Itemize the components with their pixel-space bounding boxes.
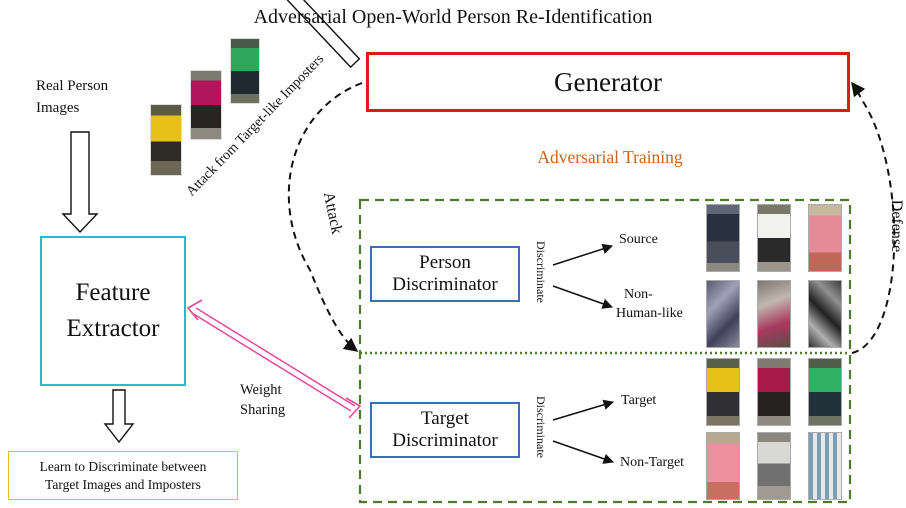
real-person-images-label: Real Person Images	[36, 76, 108, 120]
learn-line1: Learn to Discriminate between	[39, 458, 207, 474]
defense-label: Defense	[888, 200, 905, 252]
weight-sharing-line1: Weight	[240, 382, 282, 398]
non-human-image-1	[706, 280, 740, 348]
target-image-2	[757, 358, 791, 426]
generator-box: Generator	[366, 52, 850, 112]
person-discriminator-line2: Discriminator	[392, 274, 498, 295]
target-image-1	[706, 358, 740, 426]
non-human-line1: Non-	[624, 287, 653, 302]
non-human-label: Non- Human-like	[616, 286, 683, 324]
real-images-input-arrow	[61, 131, 99, 234]
adversarial-training-label: Adversarial Training	[537, 147, 683, 167]
source-image-2	[757, 204, 791, 272]
imposter-image-magenta	[190, 70, 222, 140]
non-human-image-2	[757, 280, 791, 348]
weight-sharing-label: Weight Sharing	[240, 380, 285, 421]
real-person-images-line1: Real Person	[36, 78, 109, 94]
arrow-to-target	[552, 399, 615, 421]
feature-extractor-line2: Extractor	[66, 315, 160, 342]
arrow-to-source	[552, 243, 613, 266]
non-target-label: Non-Target	[620, 455, 685, 470]
target-discriminator-box: Target Discriminator	[370, 402, 520, 458]
arrow-to-non-target	[552, 440, 614, 464]
feature-output-arrow	[103, 389, 135, 444]
arrow-to-non-human	[552, 285, 613, 309]
discriminate-label-person: Discriminate	[534, 241, 548, 303]
target-discriminator-line2: Discriminator	[392, 430, 498, 451]
feature-extractor-line1: Feature	[75, 278, 151, 306]
target-image-3	[808, 358, 842, 426]
weight-sharing-arrow	[186, 299, 362, 419]
imposter-attack-arrow	[237, 0, 361, 69]
discriminate-label-target: Discriminate	[534, 396, 548, 458]
non-target-image-1	[706, 432, 740, 500]
imposter-image-yellow	[150, 104, 182, 176]
weight-sharing-line2: Sharing	[240, 402, 286, 419]
real-person-images-line2: Images	[36, 99, 80, 116]
non-target-image-3	[808, 432, 842, 500]
imposter-image-green	[230, 38, 260, 104]
learn-line2: Target Images and Imposters	[45, 476, 201, 492]
person-discriminator-box: Person Discriminator	[370, 246, 520, 302]
defense-arrow	[851, 81, 896, 354]
non-human-line2: Human-like	[616, 305, 683, 321]
attack-arrow	[287, 82, 363, 352]
source-image-3	[808, 204, 842, 272]
attack-label: Attack	[320, 190, 345, 235]
person-discriminator-line1: Person	[419, 252, 471, 274]
diagram-title: Adversarial Open-World Person Re-Identif…	[253, 6, 653, 28]
target-discriminator-line1: Target	[421, 408, 469, 430]
target-label: Target	[621, 393, 657, 408]
non-target-image-2	[757, 432, 791, 500]
source-label: Source	[619, 232, 658, 247]
generator-label: Generator	[554, 66, 662, 97]
adversarial-training-box	[358, 198, 852, 504]
source-image-1	[706, 204, 740, 272]
non-human-image-3	[808, 280, 842, 348]
learn-discriminate-box: Learn to Discriminate between Target Ima…	[8, 451, 238, 500]
feature-extractor-box: Feature Extractor	[40, 236, 186, 386]
